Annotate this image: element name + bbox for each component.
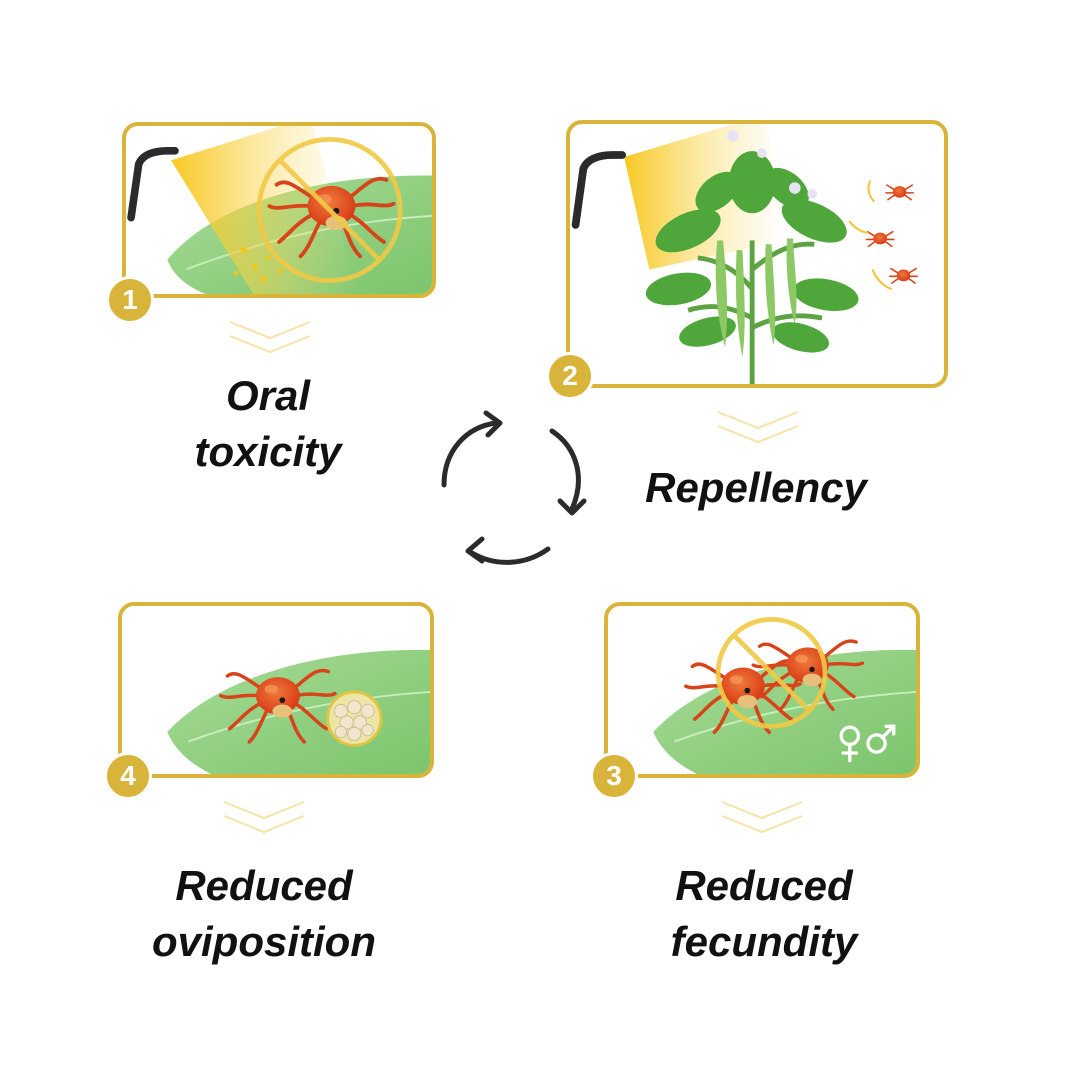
step-2-panel — [566, 120, 948, 388]
step-4-badge: 4 — [104, 752, 152, 800]
leaf-icon — [167, 649, 430, 774]
mite-icon — [865, 184, 918, 284]
male-symbol-icon — [866, 724, 896, 754]
spray-beam — [171, 126, 359, 294]
step-3-badge: 3 — [590, 752, 638, 800]
bean-plant-icon — [645, 129, 859, 384]
step-4-label: Reduced oviposition — [152, 862, 376, 965]
oral-toxicity-illustration — [127, 126, 432, 294]
chevron-down-icon — [721, 801, 803, 834]
leaf-icon — [653, 649, 916, 774]
sprayer-icon — [571, 151, 627, 229]
step-1-badge: 1 — [106, 276, 154, 324]
step-2-label: Repellency — [645, 464, 867, 511]
step-3-label: Reduced fecundity — [670, 862, 858, 965]
step-1-label: Oral toxicity — [194, 372, 342, 475]
step-2-badge: 2 — [546, 352, 594, 400]
chevron-down-icon — [223, 801, 305, 834]
prohibited-icon — [256, 136, 403, 284]
cycle-arrows-icon — [441, 410, 587, 565]
repellency-illustration — [571, 124, 918, 384]
chevron-down-icon — [717, 411, 799, 444]
sprayer-icon — [127, 147, 179, 222]
female-symbol-icon — [839, 725, 861, 763]
step-3-panel — [604, 602, 920, 778]
prohibited-icon — [715, 616, 828, 729]
chevron-down-icon — [229, 321, 311, 354]
reduced-oviposition-illustration — [167, 649, 430, 774]
step-1-panel — [122, 122, 436, 298]
eggs-icon — [326, 690, 383, 747]
step-4-panel — [118, 602, 434, 778]
reduced-fecundity-illustration — [653, 616, 916, 774]
